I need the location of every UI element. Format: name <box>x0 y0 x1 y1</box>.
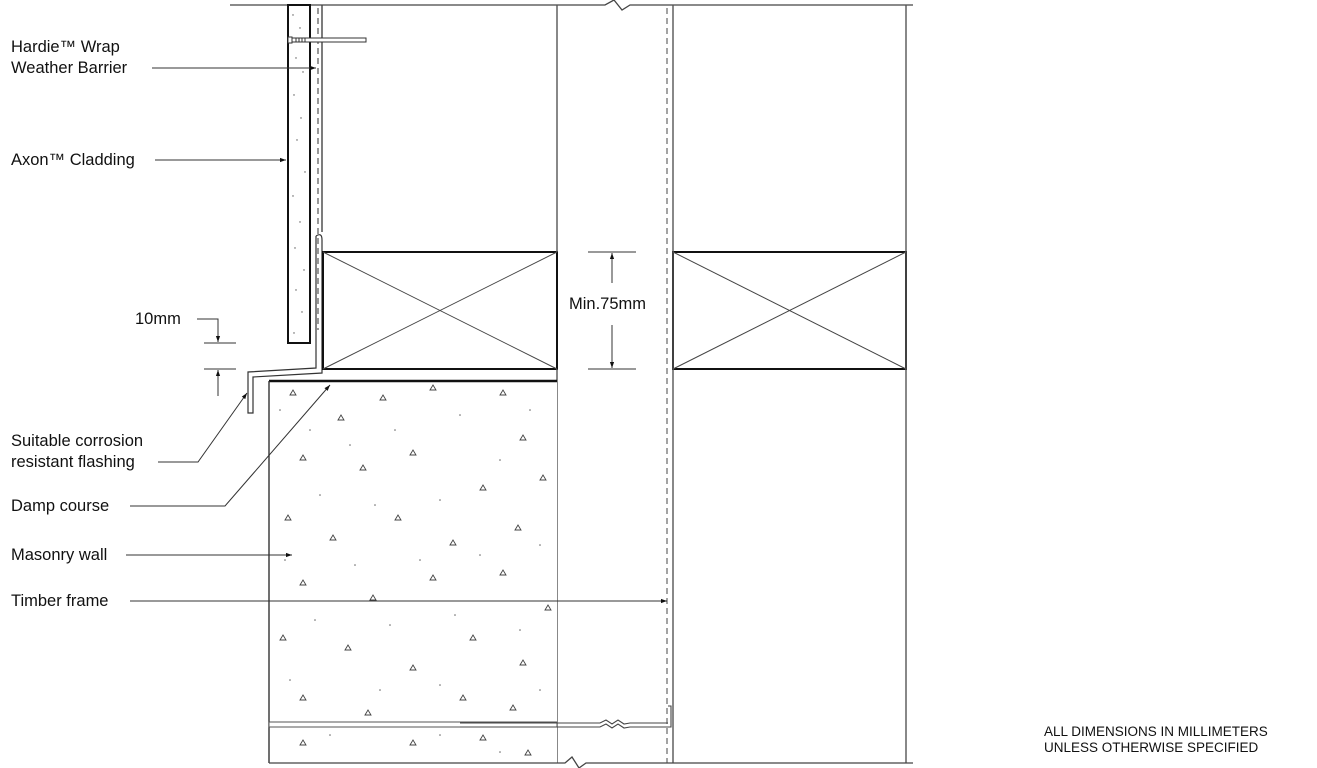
masonry-wall-label: Masonry wall <box>11 546 108 564</box>
cladding-fixing-nail <box>287 36 367 44</box>
bottom-break-line <box>557 756 913 768</box>
flashing-label-line2: resistant flashing <box>11 453 135 471</box>
top-break-line <box>230 0 913 11</box>
damp-course-label: Damp course <box>11 497 110 515</box>
gap-dimension-marks <box>197 318 236 396</box>
timber-plate-right <box>672 251 907 370</box>
plate-dimension-label: Min.75mm <box>569 295 647 313</box>
gap-dimension-label: 10mm <box>135 310 181 328</box>
dimensions-note-line2: UNLESS OTHERWISE SPECIFIED <box>1044 740 1259 755</box>
weather-barrier-label-line1: Hardie™ Wrap <box>11 38 120 56</box>
masonry-wall <box>268 379 558 764</box>
timber-frame-label: Timber frame <box>11 592 109 610</box>
corrosion-resistant-flashing <box>247 234 323 414</box>
plate-dimension-marks <box>588 251 636 370</box>
timber-frame-lines <box>556 5 907 763</box>
axon-cladding <box>287 4 311 344</box>
weather-barrier-label-line2: Weather Barrier <box>11 59 128 77</box>
timber-plate-left <box>322 251 558 370</box>
cladding-label: Axon™ Cladding <box>11 151 135 169</box>
flashing-label-line1: Suitable corrosion <box>11 432 144 450</box>
leader-lines <box>126 65 667 604</box>
wall-tie <box>460 705 672 729</box>
dimensions-note-line1: ALL DIMENSIONS IN MILLIMETERS <box>1044 724 1268 739</box>
